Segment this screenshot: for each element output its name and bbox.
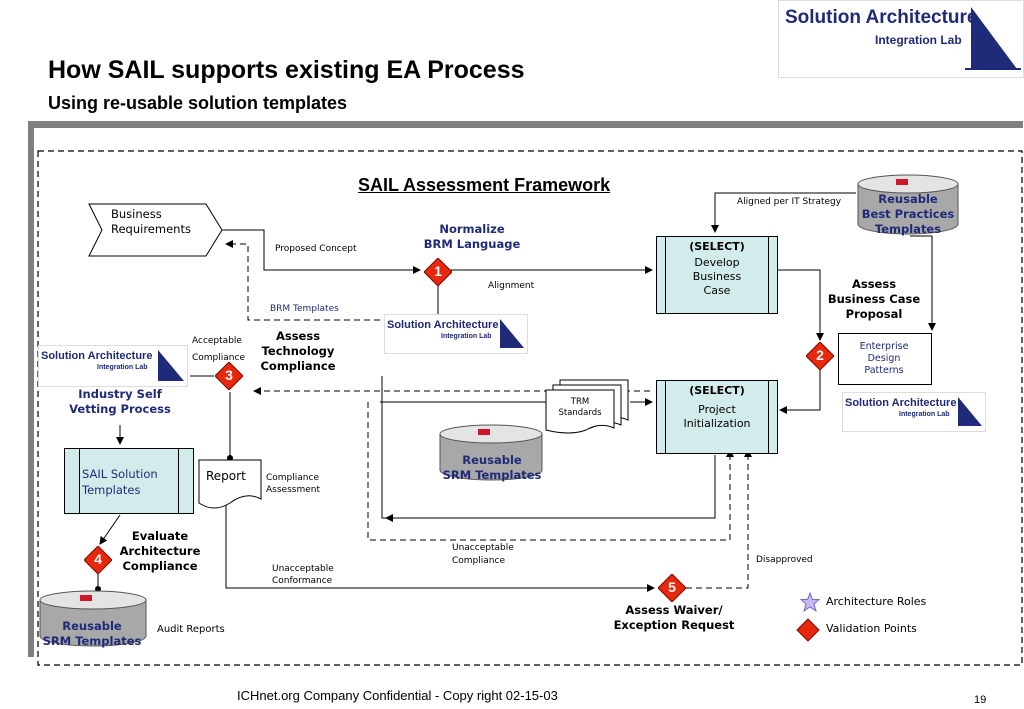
- architecture-roles-icon: [800, 592, 820, 612]
- audit-reports-label: Audit Reports: [157, 624, 225, 635]
- select-develop-box: (SELECT) Develop Business Case: [656, 236, 778, 314]
- proposed-concept-label: Proposed Concept: [275, 244, 357, 254]
- compliance-assessment-label: Compliance Assessment: [266, 473, 320, 495]
- sailboat-icon: [958, 397, 982, 426]
- aligned-strategy-label: Aligned per IT Strategy: [737, 197, 842, 207]
- validation-point-5: 5: [657, 573, 687, 603]
- assess-business-case-label: Assess Business Case Proposal: [827, 277, 921, 321]
- validation-points-icon: [796, 618, 820, 642]
- alignment-label: Alignment: [488, 281, 535, 291]
- srm-mid-cylinder: [439, 424, 543, 481]
- unacceptable-conformance-label: Unacceptable Conformance: [272, 564, 334, 586]
- select-project-body: Project Initialization: [683, 403, 751, 430]
- sail-solution-box: [64, 448, 194, 514]
- business-requirements-shape: [88, 203, 223, 257]
- validation-point-1: 1: [423, 257, 453, 287]
- industry-vetting-label: Industry Self Vetting Process: [69, 387, 171, 416]
- select-project-box: (SELECT) Project Initialization: [656, 380, 778, 454]
- validation-point-2: 2: [805, 341, 835, 371]
- enterprise-design-label: Enterprise Design Patterns: [859, 341, 909, 376]
- brm-templates-label: BRM Templates: [270, 304, 339, 314]
- validation-point-3: 3: [214, 361, 244, 391]
- validation-point-4: 4: [83, 545, 113, 575]
- header-rule: [28, 121, 1023, 128]
- legend-architecture-roles: Architecture Roles: [826, 595, 927, 608]
- trm-standards-label: TRM Standards: [558, 397, 602, 418]
- page-number: 19: [974, 694, 987, 706]
- sail-logo-right: Solution Architecture Integration Lab: [842, 392, 986, 432]
- srm-bottom-cylinder: [39, 590, 147, 647]
- page-subtitle: Using re-usable solution templates: [48, 93, 348, 113]
- left-rule: [28, 121, 34, 657]
- page-title: How SAIL supports existing EA Process: [48, 56, 525, 84]
- unacceptable-compliance-label: Unacceptable Compliance: [452, 543, 514, 566]
- srm-mid-label: Reusable SRM Templates: [442, 453, 542, 482]
- sail-logo-left: Solution Architecture Integration Lab: [38, 345, 188, 387]
- best-practices-label: Reusable Best Practices Templates: [861, 192, 955, 236]
- sail-logo: Solution Architecture Integration Lab: [778, 0, 1024, 78]
- sailboat-icon: [500, 319, 524, 348]
- logo-line2: Integration Lab: [875, 33, 962, 47]
- acceptable-compliance-label: Acceptable Compliance: [192, 336, 245, 363]
- enterprise-design-box: [838, 333, 932, 385]
- normalize-label: Normalize BRM Language: [423, 222, 521, 251]
- assess-technology-label: Assess Technology Compliance: [260, 329, 336, 373]
- select-develop-body: Develop Business Case: [692, 256, 742, 297]
- select-project-header: (SELECT): [689, 384, 745, 397]
- sailboat-icon: [965, 7, 1021, 70]
- srm-bottom-label: Reusable SRM Templates: [42, 619, 142, 648]
- report-shape: [198, 459, 262, 509]
- framework-title: SAIL Assessment Framework: [358, 175, 611, 195]
- evaluate-arch-label: Evaluate Architecture Compliance: [119, 529, 201, 573]
- disapproved-label: Disapproved: [756, 555, 813, 565]
- trm-standards-shape: [545, 379, 629, 434]
- sailboat-icon: [158, 350, 184, 381]
- legend-validation-points: Validation Points: [826, 622, 917, 635]
- logo-line1: Solution Architecture: [785, 7, 978, 28]
- assess-waiver-label: Assess Waiver/ Exception Request: [613, 603, 735, 632]
- select-develop-header: (SELECT): [689, 240, 745, 253]
- best-practices-cylinder: [857, 174, 959, 235]
- footer-confidential: ICHnet.org Company Confidential - Copy r…: [237, 688, 558, 703]
- sail-logo-mid: Solution Architecture Integration Lab: [384, 314, 528, 354]
- report-label: Report: [206, 469, 246, 483]
- sail-solution-label: SAIL Solution Templates: [82, 467, 158, 497]
- business-requirements-label: Business Requirements: [111, 207, 191, 236]
